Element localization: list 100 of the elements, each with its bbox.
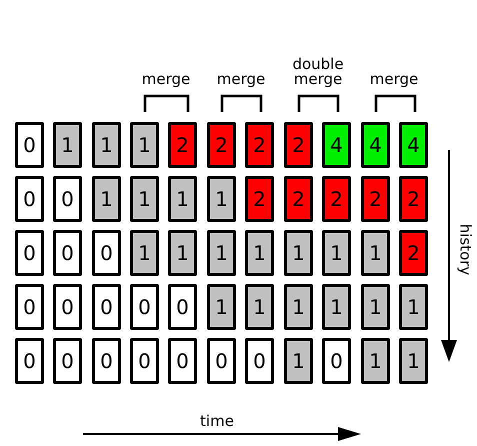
- counter-value: 1: [100, 187, 113, 211]
- counter-cell: [322, 230, 351, 276]
- counter-value: 0: [23, 349, 36, 373]
- counter-value: 4: [407, 133, 420, 157]
- counter-cell: [207, 122, 236, 168]
- counter-value: 0: [23, 241, 36, 265]
- counter-cell: [322, 176, 351, 222]
- counter-value: 1: [330, 295, 343, 319]
- counter-value: 2: [330, 187, 343, 211]
- counter-value: 0: [61, 187, 74, 211]
- counter-cell: [168, 122, 197, 168]
- counter-value: 1: [407, 349, 420, 373]
- counter-value: 4: [369, 133, 382, 157]
- axis-label: history: [458, 222, 472, 278]
- counter-value: 0: [253, 349, 266, 373]
- counter-cell: [130, 338, 159, 384]
- counter-value: 1: [138, 241, 151, 265]
- counter-cell: [130, 176, 159, 222]
- counter-cell: [399, 338, 428, 384]
- counter-cell: [130, 122, 159, 168]
- counter-cell: [361, 122, 390, 168]
- counter-cell: [92, 122, 121, 168]
- counter-value: 1: [215, 295, 228, 319]
- counter-value: 0: [176, 349, 189, 373]
- counter-cell: [399, 176, 428, 222]
- counter-cell: [92, 338, 121, 384]
- counter-value: 0: [61, 241, 74, 265]
- counter-value: 1: [253, 295, 266, 319]
- counter-value: 1: [292, 295, 305, 319]
- counter-cell: [168, 230, 197, 276]
- merge-label: merge: [140, 72, 192, 87]
- counter-cell: [207, 176, 236, 222]
- counter-value: 2: [253, 133, 266, 157]
- counter-value: 2: [369, 187, 382, 211]
- counter-value: 1: [215, 241, 228, 265]
- counter-cell: [15, 122, 44, 168]
- counter-cell: [130, 230, 159, 276]
- counter-value: 2: [215, 133, 228, 157]
- counter-value: 1: [176, 187, 189, 211]
- counter-value: 1: [407, 295, 420, 319]
- counter-value: 0: [100, 241, 113, 265]
- counter-value: 0: [23, 133, 36, 157]
- counter-cell: [322, 122, 351, 168]
- counter-cell: [361, 284, 390, 330]
- counter-cell: [15, 338, 44, 384]
- counter-cell: [284, 122, 313, 168]
- counter-cell: [399, 230, 428, 276]
- counter-cell: [207, 338, 236, 384]
- counter-cell: [53, 176, 82, 222]
- counter-cell: [399, 122, 428, 168]
- counter-value: 2: [253, 187, 266, 211]
- counter-value: 1: [138, 187, 151, 211]
- counter-value: 1: [369, 349, 382, 373]
- counter-cell: [207, 284, 236, 330]
- counter-cell: [207, 230, 236, 276]
- counter-value: 2: [176, 133, 189, 157]
- counter-cell: [322, 284, 351, 330]
- merge-label: merge: [216, 72, 266, 87]
- counter-value: 2: [292, 187, 305, 211]
- counter-cell: [361, 338, 390, 384]
- counter-cell: [284, 284, 313, 330]
- counter-value: 0: [330, 349, 343, 373]
- merge-label: merge: [368, 72, 420, 87]
- counter-cell: [53, 122, 82, 168]
- counter-value: 0: [138, 349, 151, 373]
- counter-value: 2: [292, 133, 305, 157]
- counter-cell: [53, 338, 82, 384]
- counter-cell: [284, 176, 313, 222]
- counter-cell: [92, 284, 121, 330]
- counter-cell: [15, 176, 44, 222]
- counter-value: 1: [369, 295, 382, 319]
- counter-cell: [92, 176, 121, 222]
- counter-cell: [284, 338, 313, 384]
- counter-value: 1: [369, 241, 382, 265]
- counter-value: 0: [138, 295, 151, 319]
- counter-cell: [245, 122, 274, 168]
- counter-value: 1: [176, 241, 189, 265]
- counter-cell: [15, 284, 44, 330]
- counter-value: 1: [292, 241, 305, 265]
- counter-value: 1: [253, 241, 266, 265]
- counter-cell: [361, 230, 390, 276]
- counter-cell: [322, 338, 351, 384]
- counter-value: 1: [100, 133, 113, 157]
- counter-value: 1: [215, 187, 228, 211]
- counter-cell: [245, 338, 274, 384]
- counter-cell: [168, 176, 197, 222]
- merge-label: double merge: [291, 57, 345, 87]
- counter-value: 0: [61, 295, 74, 319]
- counter-cell: [168, 284, 197, 330]
- counter-value: 0: [23, 295, 36, 319]
- counter-value: 0: [23, 187, 36, 211]
- counter-value: 0: [176, 295, 189, 319]
- counter-cell: [15, 230, 44, 276]
- counter-value: 2: [407, 241, 420, 265]
- counter-cell: [245, 176, 274, 222]
- counter-cell: [245, 284, 274, 330]
- counter-value: 0: [61, 349, 74, 373]
- counter-cell: [168, 338, 197, 384]
- counter-value: 1: [330, 241, 343, 265]
- counter-value: 1: [61, 133, 74, 157]
